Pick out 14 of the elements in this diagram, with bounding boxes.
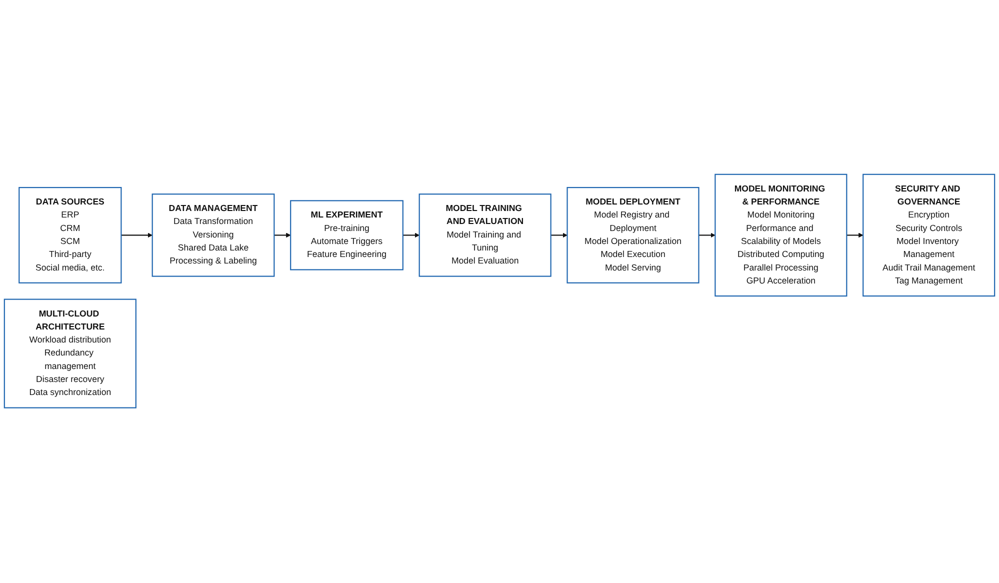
arrow bbox=[402, 233, 420, 238]
arrow bbox=[121, 233, 153, 238]
node-box: MODEL TRAINING AND EVALUATION Model Training and Tuning Model Evaluation bbox=[418, 194, 552, 278]
node-box: DATA MANAGEMENT Data Transformation Versioning Shared Data Lake Processing & Labeling bbox=[152, 194, 275, 278]
node-box: ML EXPERIMENT Pre-training Automate Triggers Feature Engineering bbox=[290, 200, 404, 271]
node-box: MULTI-CLOUD ARCHITECTURE Workload distribution Redundancy management Disaster recovery Data synchronization bbox=[4, 299, 136, 409]
arrow bbox=[846, 233, 864, 238]
node-box: MODEL DEPLOYMENT Model Registry and Deployment Model Operationalization Model Execution Model Serving bbox=[566, 187, 700, 284]
arrow bbox=[274, 233, 291, 238]
node-box: MODEL MONITORING & PERFORMANCE Model Monitoring Performance and Scalability of Models Distributed Computing Parallel Processing GPU Acceleration bbox=[714, 174, 848, 297]
node-box: SECURITY AND GOVERNANCE Encryption Security Controls Model Inventory Management Audit Trail Management Tag Management bbox=[862, 174, 996, 297]
arrow bbox=[550, 233, 568, 238]
arrow bbox=[698, 233, 716, 238]
node-box: DATA SOURCES ERP CRM SCM Third-party Social media, etc. bbox=[18, 187, 122, 284]
